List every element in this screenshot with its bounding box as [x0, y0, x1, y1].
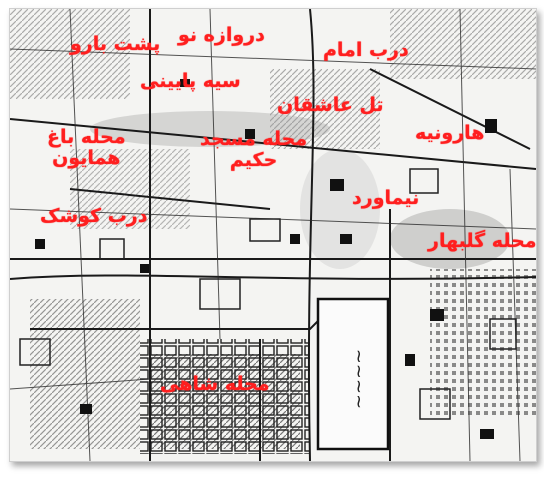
label-mahalleh-golbahar: محله گلبهار [428, 230, 537, 252]
label-tal-ashghan: تل عاشقان [277, 94, 384, 116]
label-darb-kushk: درب کوشک [40, 205, 148, 227]
label-mahalleh-masjed-hakim: محله مسجد حکیم [200, 129, 307, 171]
district-northwest [10, 9, 130, 99]
label-harunieh: هارونیه [415, 122, 485, 144]
label-darvazeh-no: دروازه نو [178, 24, 265, 46]
district-southwest [30, 299, 140, 449]
map-drawing: ~~~~ [10, 9, 536, 461]
label-darb-emam: درب امام [323, 39, 409, 61]
label-posht-baru: پشت بارو [70, 33, 161, 55]
historic-city-map: ~~~~ [9, 8, 537, 462]
label-mahalleh-bagh-line2: همایون [52, 146, 121, 169]
label-mahalleh-masjed-line1: محله مسجد [200, 128, 308, 150]
label-sineh-paini: سیه پایینی [140, 70, 241, 92]
svg-text:~~~~: ~~~~ [348, 349, 369, 409]
maidan-square [316, 297, 390, 451]
label-mahalleh-shahi: محله شاهی [160, 373, 270, 395]
district-east [430, 269, 536, 419]
label-mahalleh-bagh-line1: محله باغ [47, 126, 126, 148]
label-mahalleh-masjed-line2: حکیم [229, 148, 278, 171]
label-mahalleh-bagh-humayun: محله باغ همایون [47, 127, 126, 169]
label-nimavard: نیماورد [352, 187, 420, 209]
